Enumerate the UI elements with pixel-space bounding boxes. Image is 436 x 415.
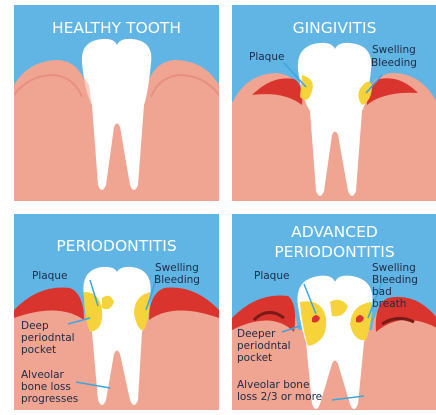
- label-plaque: Plaque: [254, 270, 289, 282]
- panel-advanced-periodontitis: ADVANCED PERIODONTITIS Plaque Swelling B…: [232, 214, 436, 410]
- label-bleeding: Bleeding: [372, 274, 418, 286]
- label-deeper: Deeper: [237, 328, 275, 340]
- label-deep: Deep: [21, 320, 49, 332]
- panel-title-line-1: ADVANCED: [232, 222, 436, 242]
- label-bone-loss: bone loss: [21, 381, 71, 393]
- label-breath: breath: [372, 298, 406, 310]
- panel-title-line-2: PERIODONTITIS: [232, 242, 436, 262]
- panel-periodontitis: PERIODONTITIS Plaque Swelling Bleeding D…: [14, 214, 219, 410]
- panel-healthy-tooth: HEALTHY TOOTH: [14, 5, 219, 201]
- label-bad: bad: [372, 286, 392, 298]
- label-loss-two-thirds: loss 2/3 or more: [237, 391, 322, 403]
- label-plaque: Plaque: [32, 270, 67, 282]
- panel-title: HEALTHY TOOTH: [14, 18, 219, 38]
- panel-title: PERIODONTITIS: [14, 236, 219, 256]
- label-periodntal: periodntal: [21, 332, 75, 344]
- label-pocket: pocket: [237, 352, 272, 364]
- panel-gingivitis: GINGIVITIS Plaque Swelling Bleeding: [232, 5, 436, 201]
- label-swelling: Swelling: [155, 262, 199, 274]
- label-alveolar: Alveolar: [21, 369, 64, 381]
- label-bleeding: Bleeding: [371, 57, 417, 69]
- label-alveolar-bone: Alveolar bone: [237, 379, 309, 391]
- label-swelling: Swelling: [372, 262, 416, 274]
- label-swelling: Swelling: [372, 44, 416, 56]
- label-progresses: progresses: [21, 393, 78, 405]
- label-pocket: pocket: [21, 344, 56, 356]
- label-periodntal: periodntal: [237, 340, 291, 352]
- label-plaque: Plaque: [249, 51, 284, 63]
- panel-title: GINGIVITIS: [232, 18, 436, 38]
- label-bleeding: Bleeding: [154, 274, 200, 286]
